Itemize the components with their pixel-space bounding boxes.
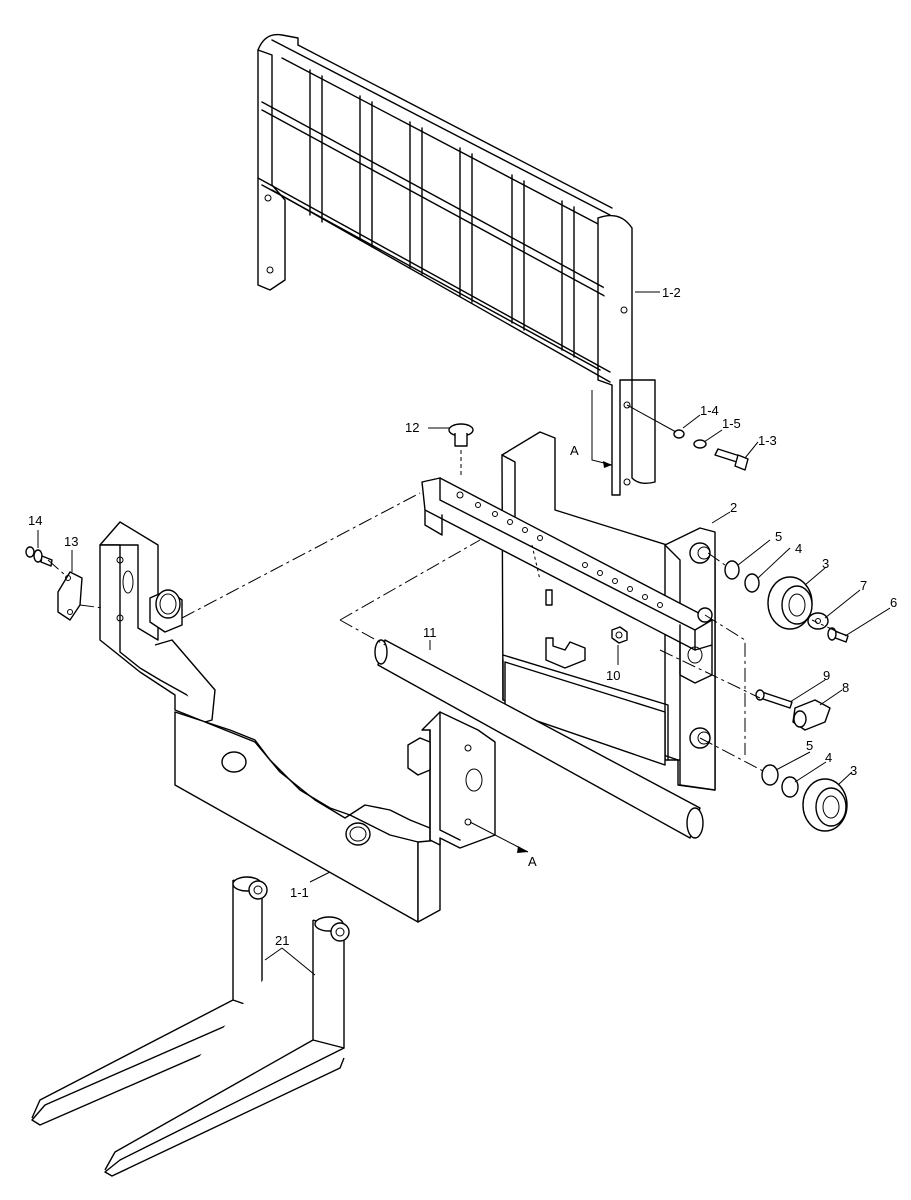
stop-pin [448,423,474,478]
label-4-bottom: 4 [825,750,832,765]
leader-lines [37,291,891,976]
assembly-lines [47,492,841,773]
label-9: 9 [823,668,830,683]
label-21: 21 [275,933,289,948]
label-12: 12 [405,420,419,435]
label-section-a-top: A [570,443,579,458]
label-1-3: 1-3 [758,433,777,448]
label-1-2: 1-2 [662,285,681,300]
label-2: 2 [730,500,737,515]
label-4-top: 4 [795,541,802,556]
label-11: 11 [423,625,437,640]
shaft [374,639,704,839]
nut [611,626,628,644]
label-3-bottom: 3 [850,763,857,778]
label-10: 10 [606,668,620,683]
forks [31,876,350,1177]
label-section-a-bottom: A [528,854,537,869]
fork-carriage [421,431,716,791]
label-7: 7 [860,578,867,593]
label-5-top: 5 [775,529,782,544]
label-1-1: 1-1 [290,885,309,900]
label-1-5: 1-5 [722,416,741,431]
cover-plate-and-bolt [25,546,83,621]
label-13: 13 [64,534,78,549]
bolt-and-block [755,689,831,731]
main-frame [99,521,529,923]
label-6: 6 [890,595,897,610]
load-backrest [257,33,656,496]
label-14: 14 [28,513,42,528]
part-labels: 1-2 1-4 1-5 1-3 12 A 2 5 4 3 7 6 14 13 1… [28,285,897,948]
label-5-bottom: 5 [806,738,813,753]
label-8: 8 [842,680,849,695]
upper-roller-assembly [724,560,849,643]
backrest-fasteners [626,404,749,471]
label-1-4: 1-4 [700,403,719,418]
label-3-top: 3 [822,556,829,571]
lower-roller-assembly [761,764,848,832]
